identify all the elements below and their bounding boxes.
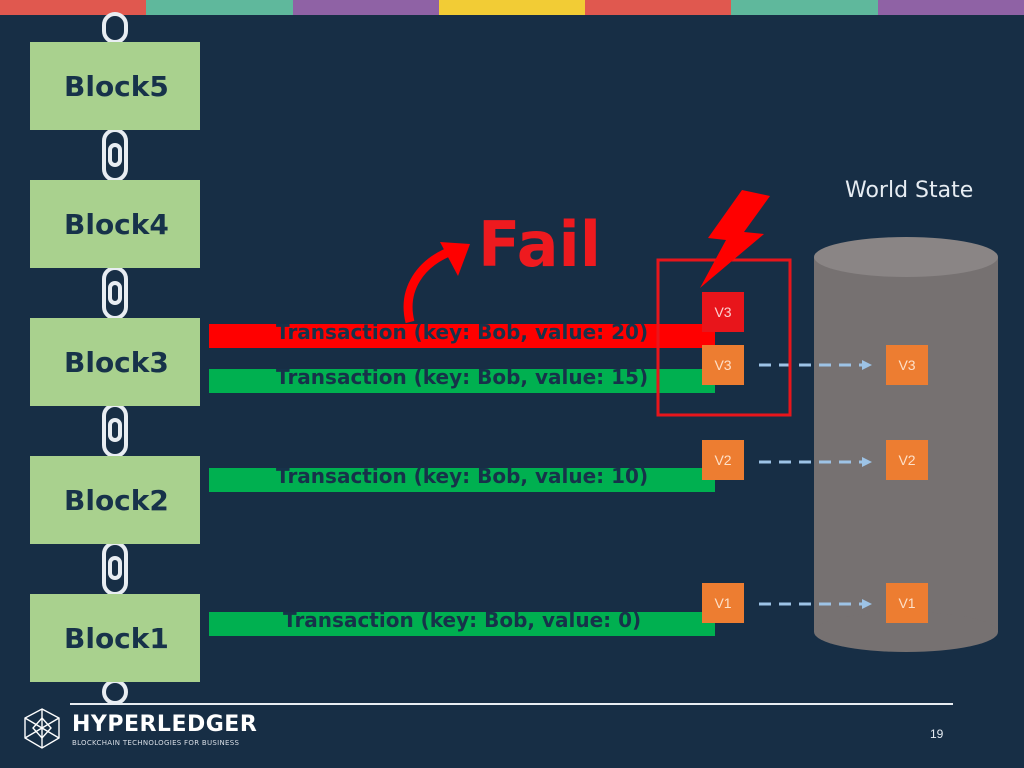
block-4: Block4 xyxy=(30,180,200,268)
arrow-head-icon xyxy=(440,242,470,276)
transaction-failed: Transaction (key: Bob, value: 20) xyxy=(209,320,715,348)
version-box-failed: V3 xyxy=(702,292,744,332)
block-5: Block5 xyxy=(30,42,200,130)
stripe-segment xyxy=(0,0,147,15)
transaction-row: Transaction (key: Bob, value: 0) xyxy=(209,608,715,636)
block-2: Block2 xyxy=(30,456,200,544)
stripe-segment xyxy=(146,0,293,15)
version-box: V2 xyxy=(702,440,744,480)
world-state-version-box: V1 xyxy=(886,583,928,623)
stripe-segment xyxy=(585,0,732,15)
arrow-head-icon xyxy=(862,457,872,467)
stripe-segment xyxy=(438,0,586,15)
transaction-label: Transaction (key: Bob, value: 10) xyxy=(276,464,649,488)
version-box: V3 xyxy=(702,345,744,385)
logo-tagline: BLOCKCHAIN TECHNOLOGIES FOR BUSINESS xyxy=(72,739,240,747)
fail-label: Fail xyxy=(478,208,602,281)
world-state-version-box: V2 xyxy=(886,440,928,480)
transaction-label: Transaction (key: Bob, value: 20) xyxy=(276,320,649,344)
transaction-label: Transaction (key: Bob, value: 15) xyxy=(276,365,649,389)
stripe-segment xyxy=(877,0,1024,15)
block-1: Block1 xyxy=(30,594,200,682)
block-3: Block3 xyxy=(30,318,200,406)
lightning-icon xyxy=(700,190,770,288)
top-color-stripe xyxy=(0,0,1024,15)
version-box: V1 xyxy=(702,583,744,623)
world-state-version-box: V3 xyxy=(886,345,928,385)
arrow-head-icon xyxy=(862,360,872,370)
transaction-label: Transaction (key: Bob, value: 0) xyxy=(283,608,642,632)
hyperledger-logo-icon xyxy=(24,708,60,749)
conflict-frame xyxy=(656,258,792,417)
transaction-row: Transaction (key: Bob, value: 10) xyxy=(209,464,715,492)
curved-arrow-icon xyxy=(403,245,456,324)
arrow-head-icon xyxy=(862,599,872,609)
page-number: 19 xyxy=(930,727,944,741)
transaction-row: Transaction (key: Bob, value: 15) xyxy=(209,365,715,393)
stripe-segment xyxy=(731,0,878,15)
world-state-title: World State xyxy=(845,178,974,203)
footer-divider xyxy=(70,703,953,705)
logo-name: HYPERLEDGER xyxy=(72,712,258,737)
stripe-segment xyxy=(292,0,439,15)
